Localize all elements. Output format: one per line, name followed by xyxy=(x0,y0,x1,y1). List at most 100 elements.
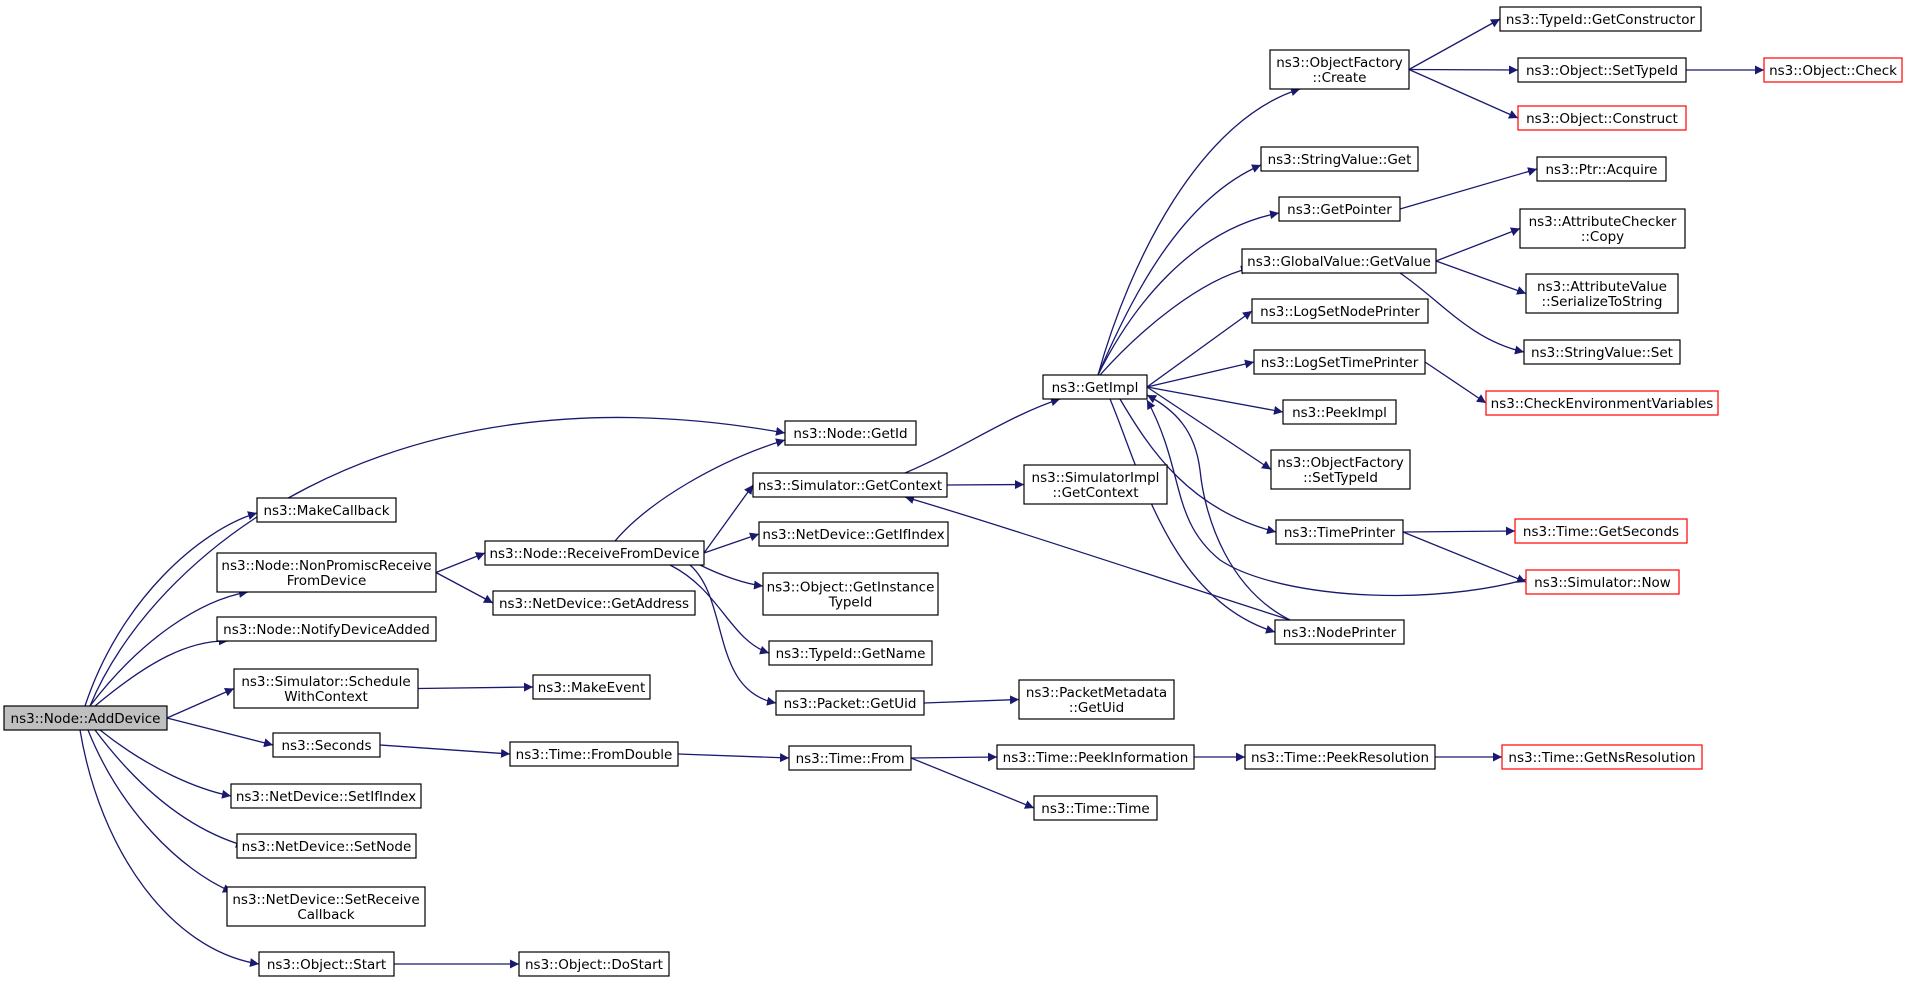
node-box xyxy=(216,552,437,593)
edge-ofcreate-to-objconstruct xyxy=(1408,68,1519,119)
edge-getuid-to-pmgetuid xyxy=(923,695,1020,705)
node-box xyxy=(532,674,651,700)
edge-timeprinter-to-getseconds xyxy=(1402,526,1516,536)
node-simnow[interactable]: ns3::Simulator::Now xyxy=(1525,569,1680,595)
node-getifindex[interactable]: ns3::NetDevice::GetIfIndex xyxy=(758,521,949,547)
node-label: ns3::NetDevice::SetNode xyxy=(242,839,412,855)
node-makeevent[interactable]: ns3::MakeEvent xyxy=(532,674,651,700)
node-label: ns3::Time::PeekInformation xyxy=(1003,750,1189,766)
node-box xyxy=(1485,390,1719,416)
node-box xyxy=(233,668,419,709)
node-box xyxy=(784,420,917,446)
node-checkenv[interactable]: ns3::CheckEnvironmentVariables xyxy=(1485,390,1719,416)
node-seconds[interactable]: ns3::Seconds xyxy=(272,732,381,758)
node-label: ns3::NodePrinter xyxy=(1283,625,1397,641)
node-box xyxy=(230,783,422,809)
node-objstart[interactable]: ns3::Object::Start xyxy=(258,951,395,977)
node-label: ns3::AttributeValue::SerializeToString xyxy=(1537,279,1667,310)
node-ptracquire[interactable]: ns3::Ptr::Acquire xyxy=(1536,156,1667,182)
node-getuid[interactable]: ns3::Packet::GetUid xyxy=(775,690,925,716)
node-box xyxy=(1763,57,1903,83)
node-timetime[interactable]: ns3::Time::Time xyxy=(1033,795,1158,821)
node-timefrom[interactable]: ns3::Time::From xyxy=(788,745,912,771)
node-getname[interactable]: ns3::TypeId::GetName xyxy=(768,640,933,666)
node-ofsettypeid[interactable]: ns3::ObjectFactory::SetTypeId xyxy=(1270,449,1411,490)
node-lognode[interactable]: ns3::LogSetNodePrinter xyxy=(1251,298,1429,324)
node-setnode[interactable]: ns3::NetDevice::SetNode xyxy=(236,833,417,859)
node-box xyxy=(1260,146,1419,172)
node-box xyxy=(1501,744,1703,770)
node-ofcreate[interactable]: ns3::ObjectFactory::Create xyxy=(1269,49,1410,90)
node-getimpl[interactable]: ns3::GetImpl xyxy=(1042,374,1148,400)
node-label: ns3::Node::ReceiveFromDevice xyxy=(489,546,699,562)
node-getpointer[interactable]: ns3::GetPointer xyxy=(1278,196,1401,222)
node-adddevice[interactable]: ns3::Node::AddDevice xyxy=(3,705,168,731)
node-getaddress[interactable]: ns3::NetDevice::GetAddress xyxy=(492,590,696,616)
edge-nonpromisc-to-receivefrom xyxy=(435,552,486,574)
node-objsettypeid[interactable]: ns3::Object::SetTypeId xyxy=(1517,57,1687,83)
node-getid[interactable]: ns3::Node::GetId xyxy=(784,420,917,446)
node-box xyxy=(758,521,949,547)
node-dostart[interactable]: ns3::Object::DoStart xyxy=(518,951,670,977)
node-accopy[interactable]: ns3::AttributeChecker::Copy xyxy=(1519,208,1686,249)
node-makecallback[interactable]: ns3::MakeCallback xyxy=(256,497,397,523)
node-svget[interactable]: ns3::StringValue::Get xyxy=(1260,146,1419,172)
node-notify[interactable]: ns3::Node::NotifyDeviceAdded xyxy=(216,616,437,642)
node-box xyxy=(1525,569,1680,595)
edge-nodeprinter-to-getcontext xyxy=(904,495,1291,621)
edge-ofcreate-to-objsettypeid xyxy=(1408,65,1519,75)
node-box xyxy=(1241,248,1437,274)
node-label: ns3::Seconds xyxy=(282,738,372,754)
node-getnsres[interactable]: ns3::Time::GetNsResolution xyxy=(1501,744,1703,770)
edge-adddevice-to-notify xyxy=(94,636,229,707)
node-box xyxy=(1244,744,1436,770)
node-peekinfo[interactable]: ns3::Time::PeekInformation xyxy=(996,744,1195,770)
node-simimplctx[interactable]: ns3::SimulatorImpl::GetContext xyxy=(1023,464,1168,505)
node-box xyxy=(1282,399,1397,425)
node-box xyxy=(484,540,705,566)
node-avserialize[interactable]: ns3::AttributeValue::SerializeToString xyxy=(1525,273,1679,314)
node-box xyxy=(788,745,912,771)
node-box xyxy=(509,741,679,767)
node-getseconds[interactable]: ns3::Time::GetSeconds xyxy=(1514,518,1688,544)
node-objconstruct[interactable]: ns3::Object::Construct xyxy=(1517,105,1687,131)
edge-getimpl-to-nodeprinter xyxy=(1109,398,1276,634)
node-label: ns3::GlobalValue::GetValue xyxy=(1247,254,1431,270)
node-pmgetuid[interactable]: ns3::PacketMetadata::GetUid xyxy=(1018,679,1175,720)
node-objcheck[interactable]: ns3::Object::Check xyxy=(1763,57,1903,83)
edge-getimpl-to-svget xyxy=(1097,164,1262,376)
node-getctor[interactable]: ns3::TypeId::GetConstructor xyxy=(1499,6,1702,32)
node-fromdouble[interactable]: ns3::Time::FromDouble xyxy=(509,741,679,767)
node-box xyxy=(768,640,933,666)
node-getcontext[interactable]: ns3::Simulator::GetContext xyxy=(752,472,948,498)
node-label: ns3::Object::DoStart xyxy=(525,957,663,973)
node-box xyxy=(1253,349,1426,375)
node-box xyxy=(1278,196,1401,222)
edge-receivefrom-to-getifindex xyxy=(703,532,760,554)
node-timeprinter[interactable]: ns3::TimePrinter xyxy=(1275,519,1404,545)
node-label: ns3::NetDevice::GetAddress xyxy=(499,596,689,612)
node-peekres[interactable]: ns3::Time::PeekResolution xyxy=(1244,744,1436,770)
node-box xyxy=(216,616,437,642)
node-label: ns3::PacketMetadata::GetUid xyxy=(1026,685,1167,716)
node-box xyxy=(1499,6,1702,32)
edge-timeprinter-to-simnow xyxy=(1402,531,1527,583)
node-label: ns3::Time::GetNsResolution xyxy=(1508,750,1695,766)
edge-getimpl-to-peekimpl xyxy=(1146,386,1284,415)
node-nodeprinter[interactable]: ns3::NodePrinter xyxy=(1274,619,1405,645)
node-peekimpl[interactable]: ns3::PeekImpl xyxy=(1282,399,1397,425)
node-receivefrom[interactable]: ns3::Node::ReceiveFromDevice xyxy=(484,540,705,566)
node-svset[interactable]: ns3::StringValue::Set xyxy=(1523,339,1681,365)
node-box xyxy=(1033,795,1158,821)
node-logtime[interactable]: ns3::LogSetTimePrinter xyxy=(1253,349,1426,375)
edge-getimpl-to-ofcreate xyxy=(1097,87,1301,376)
node-gvgetvalue[interactable]: ns3::GlobalValue::GetValue xyxy=(1241,248,1437,274)
node-setifindex[interactable]: ns3::NetDevice::SetIfIndex xyxy=(230,783,422,809)
